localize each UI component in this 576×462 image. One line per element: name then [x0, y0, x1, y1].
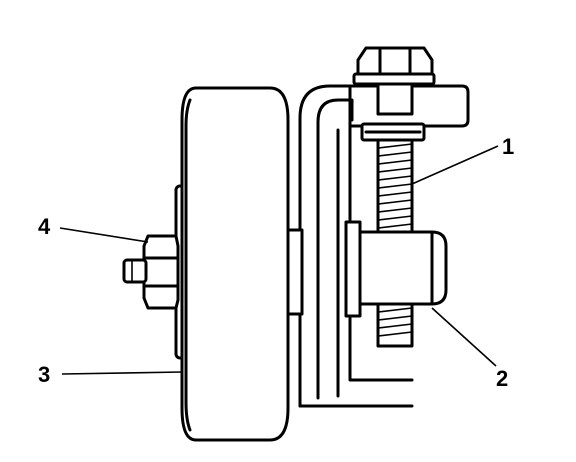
callout-4: 4: [38, 214, 51, 239]
bolt-head: [352, 46, 436, 142]
pulley-bolt: [122, 234, 180, 310]
callout-1: 1: [502, 134, 514, 159]
leader-1: [411, 145, 499, 185]
pivot-block: [344, 220, 448, 348]
callout-2: 2: [496, 366, 508, 391]
idler-pulley: [174, 86, 290, 442]
callout-3: 3: [38, 362, 50, 387]
leader-lines: [59, 145, 499, 375]
leader-3: [61, 371, 183, 375]
adjuster-bolt: [376, 138, 414, 242]
leader-2: [431, 307, 497, 367]
leader-4: [59, 227, 149, 243]
